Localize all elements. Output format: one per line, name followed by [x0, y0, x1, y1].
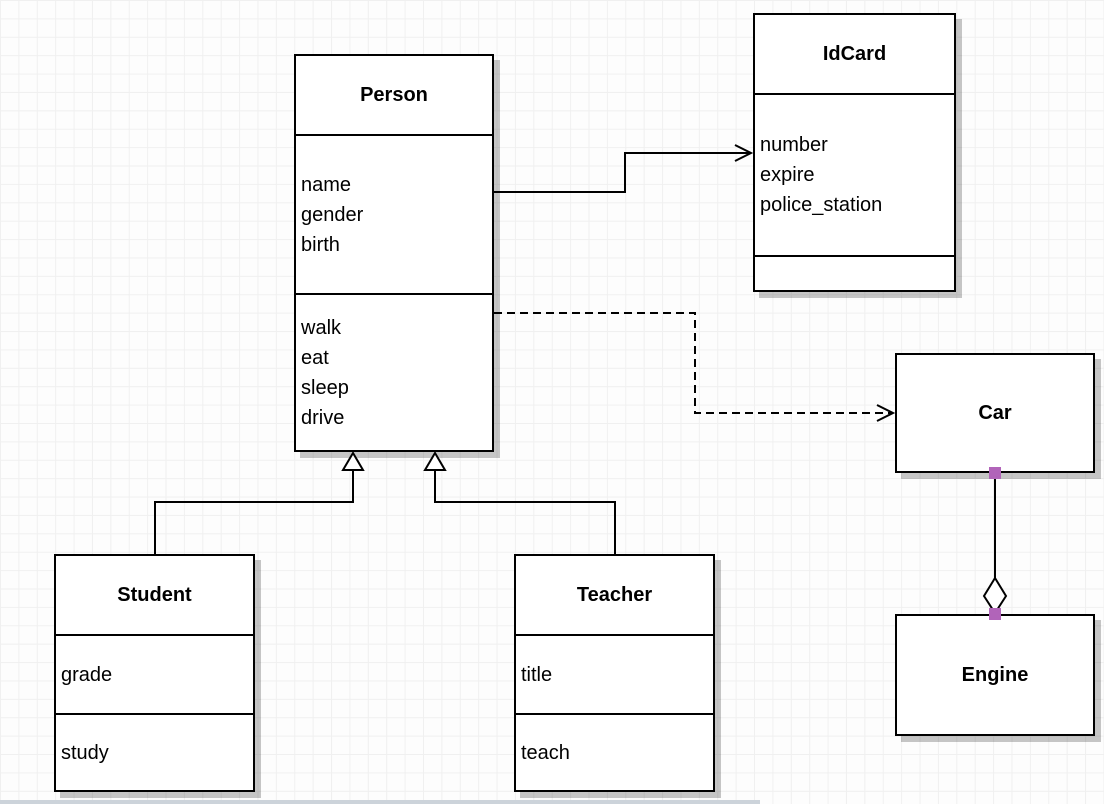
- class-student-methods: study: [56, 713, 253, 790]
- attribute-row: grade: [61, 663, 113, 686]
- edge-car-engine[interactable]: [982, 467, 1008, 620]
- edge-person-idcard[interactable]: [494, 144, 754, 193]
- open-arrowhead-icon: [734, 144, 754, 162]
- attribute-row: birth: [301, 233, 340, 256]
- class-person[interactable]: Person name gender birth walk eat sleep …: [294, 54, 494, 452]
- attribute-row: expire: [760, 164, 815, 186]
- edge-person-car[interactable]: [494, 312, 896, 422]
- class-car[interactable]: Car: [895, 353, 1095, 473]
- class-title: Person: [360, 83, 428, 106]
- class-idcard-attributes: number expire police_station: [755, 93, 954, 255]
- attribute-row: police_station: [760, 194, 883, 216]
- class-teacher-methods: teach: [516, 713, 713, 790]
- class-idcard[interactable]: IdCard number expire police_station: [753, 13, 956, 292]
- edge-student-person[interactable]: [154, 451, 365, 554]
- edge-teacher-person[interactable]: [423, 451, 616, 554]
- class-title: Engine: [961, 663, 1029, 686]
- hollow-triangle-icon: [423, 451, 447, 471]
- class-teacher-attributes: title: [516, 634, 713, 713]
- class-student[interactable]: Student grade study: [54, 554, 255, 792]
- class-title: IdCard: [822, 42, 887, 65]
- class-teacher[interactable]: Teacher title teach: [514, 554, 715, 792]
- attribute-row: number: [760, 134, 828, 156]
- method-row: study: [61, 741, 109, 764]
- open-arrowhead-icon: [876, 404, 896, 422]
- attribute-row: title: [521, 663, 553, 686]
- attribute-row: gender: [301, 203, 364, 226]
- class-engine[interactable]: Engine: [895, 614, 1095, 736]
- class-student-attributes: grade: [56, 634, 253, 713]
- class-person-methods: walk eat sleep drive: [296, 293, 492, 450]
- method-row: sleep: [301, 376, 349, 399]
- class-person-attributes: name gender birth: [296, 134, 492, 293]
- class-title: Car: [978, 401, 1012, 424]
- hollow-triangle-icon: [341, 451, 365, 471]
- class-idcard-methods: [755, 255, 954, 290]
- attribute-row: name: [301, 173, 352, 196]
- method-row: walk: [301, 316, 342, 339]
- method-row: eat: [301, 346, 329, 369]
- window-bottom-strip: [0, 800, 760, 804]
- method-row: drive: [301, 406, 345, 429]
- class-title: Teacher: [576, 583, 653, 606]
- class-title: Student: [117, 583, 192, 606]
- hollow-diamond-icon: [982, 576, 1008, 615]
- method-row: teach: [521, 741, 570, 764]
